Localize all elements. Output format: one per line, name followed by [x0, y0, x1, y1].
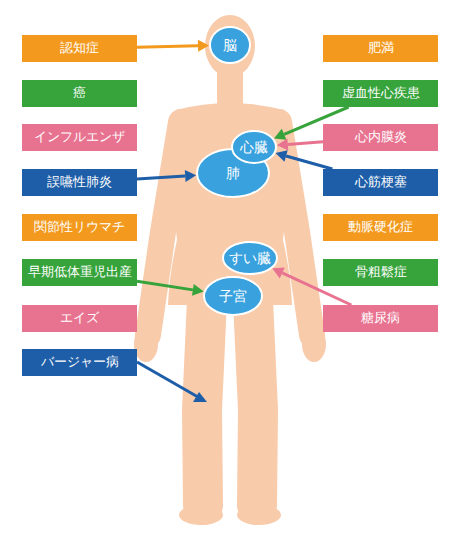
- disease-name: 早期低体重児出産: [28, 265, 132, 280]
- disease-name: エイズ: [60, 311, 99, 326]
- connector-line: [282, 273, 351, 305]
- organ-ellipse: 子宮: [203, 276, 263, 316]
- disease-box: 心内膜炎: [323, 124, 438, 151]
- disease-box: 心筋梗塞: [323, 169, 438, 196]
- disease-box: 虚血性心疾患: [323, 80, 438, 107]
- organ-ellipse: 脳: [209, 26, 251, 64]
- disease-name: 関節性リウマチ: [34, 220, 125, 235]
- disease-box: 関節性リウマチ: [22, 214, 137, 241]
- organ-name: すい臓: [229, 250, 271, 266]
- leader-arrow: [137, 362, 207, 402]
- disease-box: バージャー病: [22, 349, 137, 376]
- connector-line: [137, 46, 198, 47]
- disease-box: 骨粗鬆症: [323, 259, 438, 286]
- disease-name: 動脈硬化症: [348, 220, 413, 235]
- arrow-head: [274, 129, 286, 140]
- disease-name: 骨粗鬆症: [355, 265, 407, 280]
- connector-line: [284, 107, 348, 134]
- connector-arrow: [274, 107, 349, 140]
- disease-box: エイズ: [22, 305, 137, 332]
- organ-name: 脳: [223, 37, 237, 53]
- disease-box: 早期低体重児出産: [22, 259, 137, 286]
- connector-arrow: [137, 281, 204, 295]
- disease-name: 肥満: [368, 41, 394, 56]
- connector-line: [137, 176, 185, 179]
- disease-name: 糖尿病: [361, 311, 400, 326]
- connector-arrow: [276, 150, 333, 169]
- connector-arrow: [137, 170, 196, 182]
- disease-name: 癌: [73, 86, 86, 101]
- arrow-head: [276, 150, 288, 162]
- disease-name: 誤嚥性肺炎: [47, 175, 112, 190]
- organ-name: 肺: [226, 165, 240, 181]
- organ-name: 子宮: [219, 288, 247, 304]
- disease-box: 動脈硬化症: [323, 214, 438, 241]
- connector-line: [137, 281, 193, 290]
- organ-ellipse: すい臓: [222, 241, 278, 275]
- disease-box: 肥満: [323, 35, 438, 62]
- disease-name: 心内膜炎: [355, 130, 407, 145]
- arrow-head: [272, 268, 285, 279]
- arrow-head: [192, 284, 204, 296]
- arrow-head: [185, 170, 196, 182]
- connector-line: [286, 156, 332, 169]
- disease-name: インフルエンザ: [34, 130, 125, 145]
- connector-arrow: [277, 138, 323, 150]
- disease-box: 認知症: [22, 35, 137, 62]
- organ-ellipse: 心臓: [231, 130, 277, 164]
- connector-arrow: [137, 40, 209, 52]
- arrow-head: [277, 138, 288, 150]
- disease-box: 癌: [22, 80, 137, 107]
- disease-name: バージャー病: [41, 355, 119, 370]
- disease-name: 認知症: [60, 41, 99, 56]
- organ-name: 心臓: [240, 139, 268, 155]
- disease-box: インフルエンザ: [22, 124, 137, 151]
- disease-name: 心筋梗塞: [355, 175, 407, 190]
- connector-line: [288, 142, 323, 145]
- disease-box: 糖尿病: [323, 305, 438, 332]
- disease-box: 誤嚥性肺炎: [22, 169, 137, 196]
- disease-name: 虚血性心疾患: [342, 86, 420, 101]
- connector-arrow: [272, 268, 351, 305]
- arrow-head: [198, 40, 209, 52]
